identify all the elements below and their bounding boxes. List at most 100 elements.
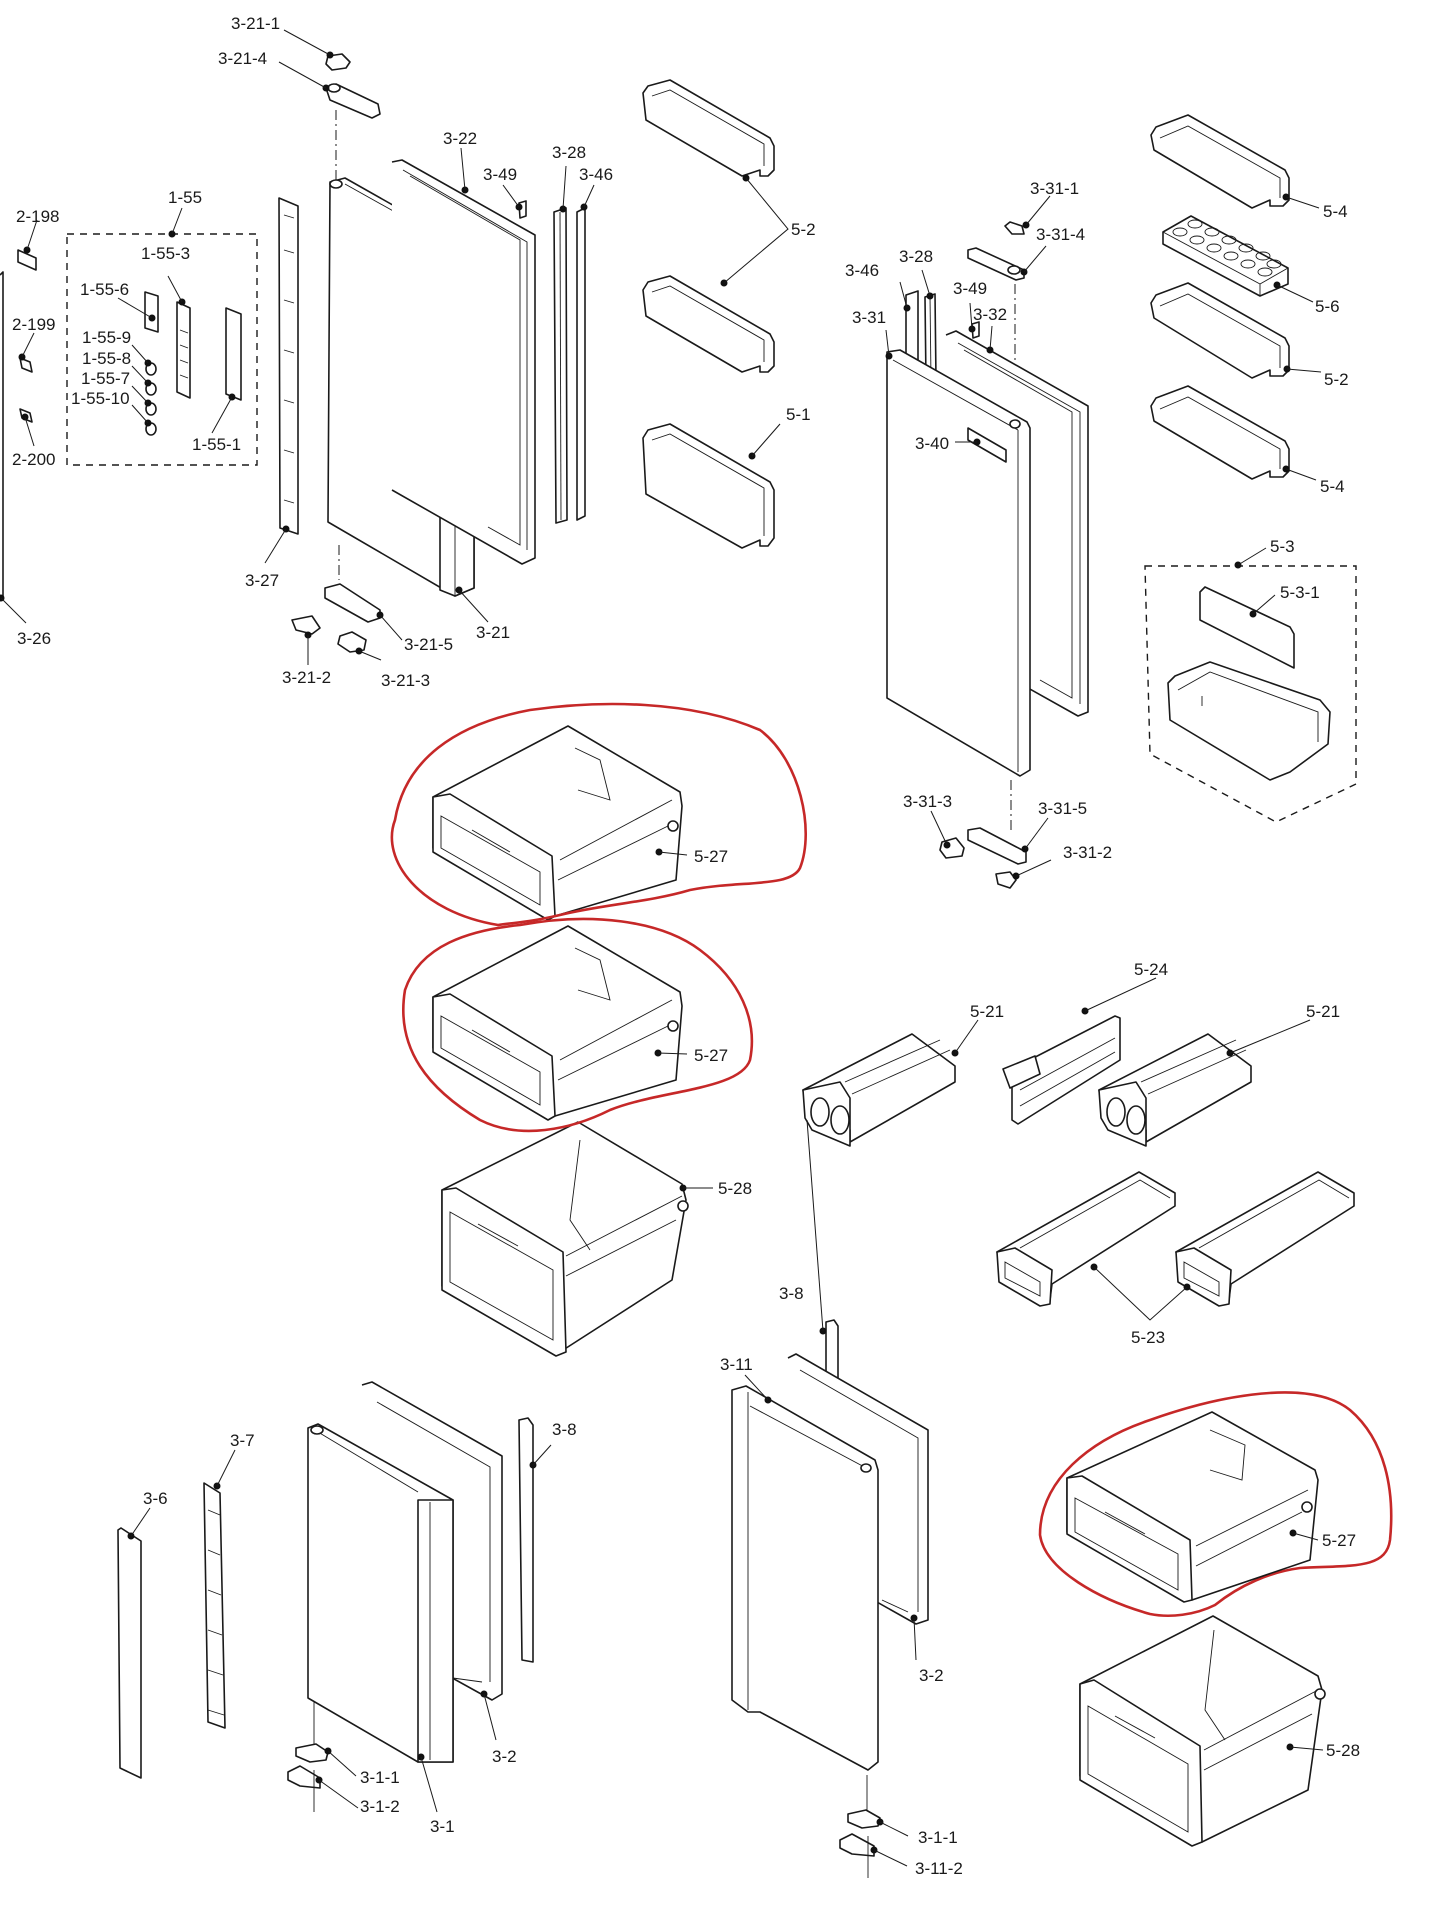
panel-3-7 (203, 1482, 226, 1729)
label-3-28-right: 3-28 (899, 247, 933, 266)
panel-3-27 (278, 197, 299, 535)
label-3-27: 3-27 (245, 571, 279, 590)
part-1-55-3 (176, 298, 191, 399)
door-bin-5-2-upper (642, 79, 775, 182)
crisper-drawer-5-27-upper (432, 725, 683, 921)
label-2-198: 2-198 (16, 207, 59, 226)
leader-5-1 (751, 423, 781, 457)
label-3-46-left: 3-46 (579, 165, 613, 184)
label-5-27-lower: 5-27 (1322, 1531, 1356, 1550)
strip-3-46-left (576, 203, 588, 521)
label-5-4-lower: 5-4 (1320, 477, 1345, 496)
ice-bin-5-23-right (1175, 1171, 1355, 1307)
door-bin-5-2-right (1150, 282, 1291, 379)
ice-bin-5-23-left (996, 1171, 1176, 1307)
label-1-55-3: 1-55-3 (141, 244, 190, 263)
label-2-198-part (17, 246, 37, 271)
upper-hinge-3-31-4 (967, 247, 1028, 281)
hinge-part-3-31-3 (939, 837, 965, 859)
label-3-1-1-center: 3-1-1 (918, 1828, 958, 1847)
label-3-7: 3-7 (230, 1431, 255, 1450)
label-3-1-1-left: 3-1-1 (360, 1768, 400, 1787)
label-3-21-3: 3-21-3 (381, 671, 430, 690)
label-3-21: 3-21 (476, 623, 510, 642)
highlight-circle-5-27-lower (1038, 1391, 1393, 1617)
highlight-circle-5-27-upper (390, 702, 807, 927)
hinge-part-3-21-3 (337, 631, 367, 655)
label-3-32: 3-32 (973, 305, 1007, 324)
label-5-28-center: 5-28 (718, 1179, 752, 1198)
strip-3-26 (0, 271, 5, 602)
label-5-23: 5-23 (1131, 1328, 1165, 1347)
label-5-24: 5-24 (1134, 960, 1168, 979)
label-1-55-9: 1-55-9 (82, 328, 131, 347)
hinge-3-1-1-center (847, 1809, 884, 1829)
strip-3-28-right (924, 292, 937, 383)
fridge-door-3-31 (885, 349, 1031, 777)
label-3-40: 3-40 (915, 434, 949, 453)
label-3-21-2: 3-21-2 (282, 668, 331, 687)
clip-3-49-right (968, 321, 980, 339)
label-5-1: 5-1 (786, 405, 811, 424)
label-1-55-8: 1-55-8 (82, 349, 131, 368)
door-bin-5-2-middle (642, 275, 775, 373)
door-3-1 (307, 1423, 454, 1763)
label-5-2-right: 5-2 (1324, 370, 1349, 389)
hinge-part-3-21-2 (291, 615, 321, 639)
label-5-4-upper: 5-4 (1323, 202, 1348, 221)
label-2-200: 2-200 (12, 450, 55, 469)
label-1-55-1: 1-55-1 (192, 435, 241, 454)
crisper-drawer-5-27-lower (1066, 1411, 1319, 1603)
highlight-circle-5-27-middle (402, 917, 754, 1133)
door-bin-5-4-upper (1150, 114, 1290, 209)
leader-5-23 (1093, 1266, 1188, 1321)
label-2-199: 2-199 (12, 315, 55, 334)
label-5-3: 5-3 (1270, 537, 1295, 556)
label-5-3-1: 5-3-1 (1280, 583, 1320, 602)
door-bin-5-1 (642, 423, 775, 549)
label-1-55-10: 1-55-10 (71, 389, 130, 408)
label-5-21-left: 5-21 (970, 1002, 1004, 1021)
part-1-55-1 (225, 307, 242, 401)
ice-guide-5-24 (1002, 1007, 1121, 1125)
label-3-31-1: 3-31-1 (1030, 179, 1079, 198)
label-3-21-1: 3-21-1 (231, 14, 280, 33)
strip-3-6 (117, 1527, 142, 1779)
door-gasket-3-22 (391, 159, 536, 565)
hinge-part-3-31-2 (995, 871, 1020, 889)
label-3-26: 3-26 (17, 629, 51, 648)
hinge-3-11-2 (839, 1833, 878, 1878)
label-3-11-2: 3-11-2 (915, 1859, 963, 1878)
label-3-49-right: 3-49 (953, 279, 987, 298)
label-5-2-center: 5-2 (791, 220, 816, 239)
label-5-28-right: 5-28 (1326, 1741, 1360, 1760)
hinge-3-1-1-left (295, 1743, 332, 1763)
label-3-31-3: 3-31-3 (903, 792, 952, 811)
label-3-11: 3-11 (720, 1355, 753, 1374)
label-5-27-upper: 5-27 (694, 847, 728, 866)
label-3-46-right: 3-46 (845, 261, 879, 280)
hinge-cap-3-21-1 (325, 51, 351, 71)
label-3-21-5: 3-21-5 (404, 635, 453, 654)
group-box-1-55 (66, 233, 258, 466)
label-3-22: 3-22 (443, 129, 477, 148)
label-3-6: 3-6 (143, 1489, 168, 1508)
label-2-199-part (18, 353, 33, 373)
ice-tray-5-21-right (1098, 1033, 1252, 1147)
strip-3-8-left (518, 1417, 537, 1663)
lower-hinge-3-31-5 (967, 827, 1029, 865)
door-bin-5-4-lower (1150, 385, 1290, 480)
label-3-21-4: 3-21-4 (218, 49, 267, 68)
label-3-31-2: 3-31-2 (1063, 843, 1112, 862)
label-3-1-2: 3-1-2 (360, 1797, 400, 1816)
egg-tray-5-6 (1162, 215, 1289, 297)
label-5-21-right: 5-21 (1306, 1002, 1340, 1021)
label-3-31-4: 3-31-4 (1036, 225, 1085, 244)
crisper-drawer-5-28-right (1079, 1615, 1326, 1847)
part-labels: 3-21-1 3-21-4 3-22 3-49 3-28 3-46 1-55 1… (12, 14, 1360, 1878)
group-box-5-3 (1144, 565, 1357, 823)
label-3-28-left: 3-28 (552, 143, 586, 162)
label-3-8-center: 3-8 (779, 1284, 804, 1303)
label-3-2-center: 3-2 (919, 1666, 944, 1685)
